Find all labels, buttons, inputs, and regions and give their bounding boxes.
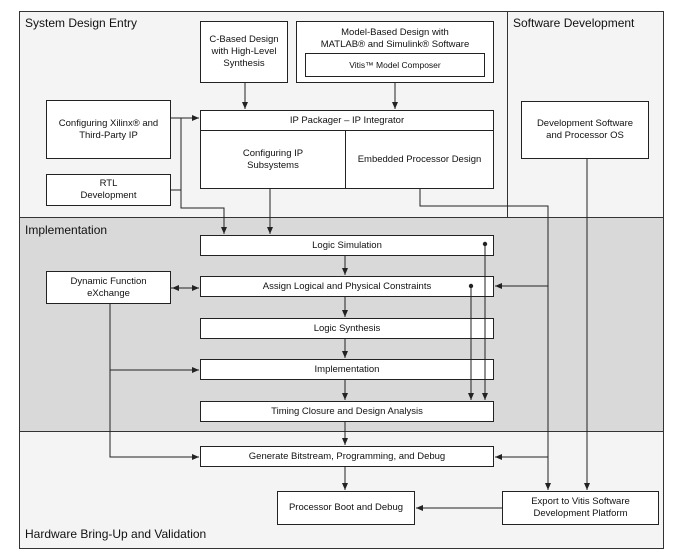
configuring-ip-subsystems-label: Configuring IP Subsystems (242, 147, 304, 171)
dynamic-function-exchange-box: Dynamic Function eXchange (46, 271, 171, 304)
system-design-entry-title: System Design Entry (25, 16, 138, 30)
export-vitis-box: Export to Vitis Software Development Pla… (502, 491, 659, 525)
ip-subsystems-divider (345, 130, 347, 189)
generate-bitstream-box: Generate Bitstream, Programming, and Deb… (200, 446, 494, 467)
implementation-title: Implementation (25, 223, 108, 237)
hardware-bringup-title: Hardware Bring-Up and Validation (25, 527, 207, 541)
c-based-design-box: C-Based Design with High-Level Synthesis (200, 21, 288, 83)
embedded-processor-design-label: Embedded Processor Design (357, 153, 482, 165)
rtl-development-box: RTL Development (46, 174, 171, 206)
configuring-xilinx-ip-box: Configuring Xilinx® and Third-Party IP (46, 100, 171, 159)
software-development-title: Software Development (513, 16, 635, 30)
implementation-step-box: Implementation (200, 359, 494, 380)
ip-subsystems-container (200, 130, 494, 189)
processor-boot-box: Processor Boot and Debug (277, 491, 415, 525)
development-software-box: Development Software and Processor OS (521, 101, 649, 159)
timing-closure-box: Timing Closure and Design Analysis (200, 401, 494, 422)
assign-constraints-box: Assign Logical and Physical Constraints (200, 276, 494, 297)
model-based-design-label: Model-Based Design with MATLAB® and Simu… (320, 27, 470, 50)
vitis-model-composer-box: Vitis™ Model Composer (305, 53, 485, 77)
logic-synthesis-box: Logic Synthesis (200, 318, 494, 339)
logic-simulation-box: Logic Simulation (200, 235, 494, 256)
ip-packager-box: IP Packager – IP Integrator (200, 110, 494, 131)
